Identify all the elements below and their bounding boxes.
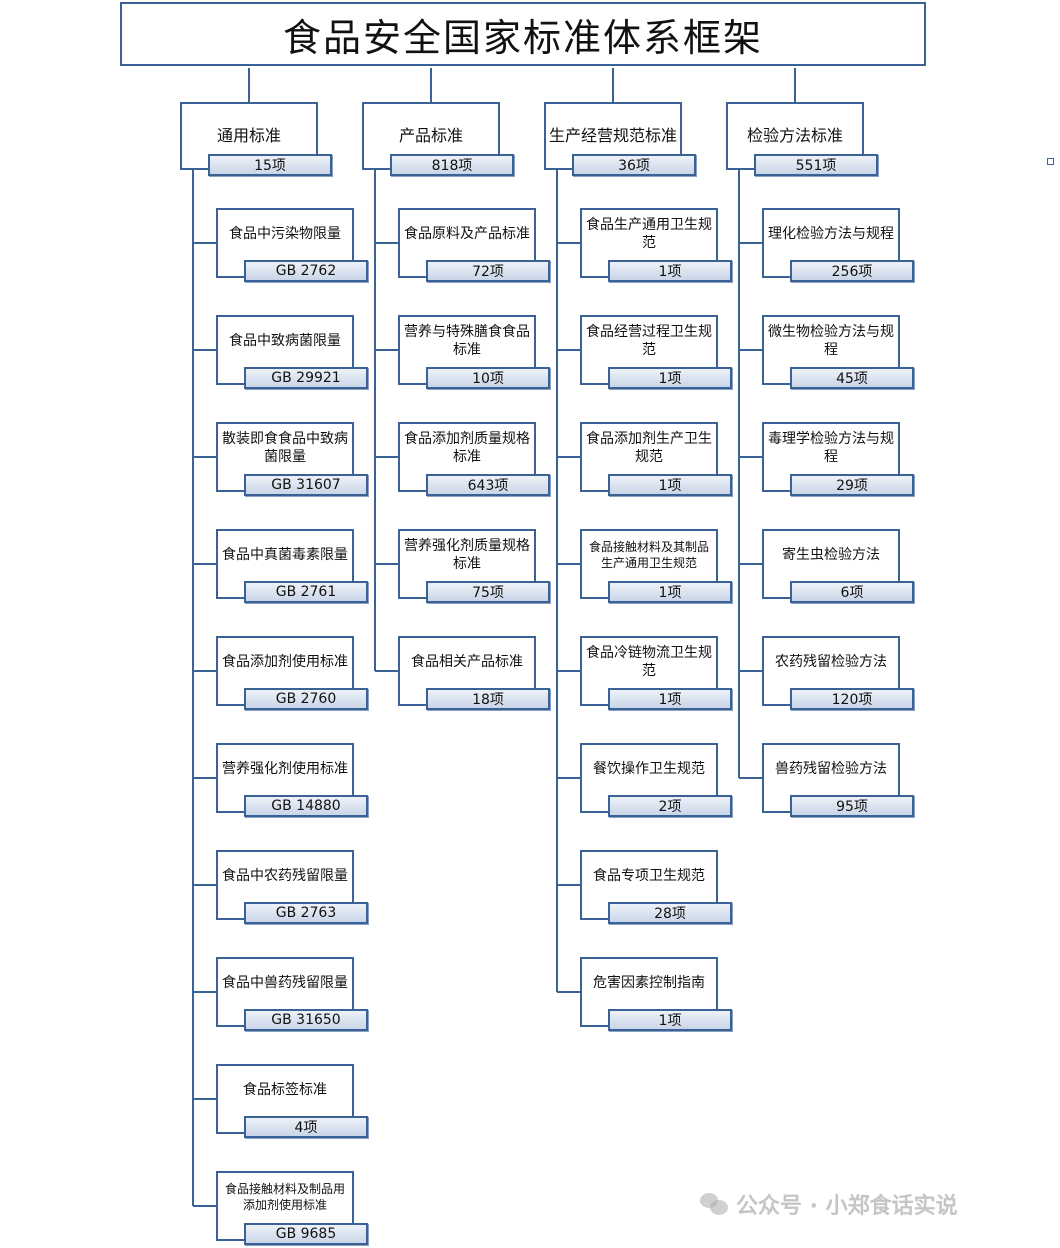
- watermark: 公众号 · 小郑食话实说: [700, 1188, 958, 1220]
- standard-code-badge: 1项: [608, 1009, 732, 1031]
- standard-code-badge: 643项: [426, 474, 550, 496]
- standard-code-badge: GB 31607: [244, 474, 368, 496]
- standard-code-badge: 1项: [608, 581, 732, 603]
- standard-code-badge: GB 9685: [244, 1223, 368, 1245]
- standard-code-badge: GB 2762: [244, 260, 368, 282]
- column-count-badge: 818项: [390, 154, 514, 176]
- standard-code-badge: 120项: [790, 688, 914, 710]
- standard-code-badge: 1项: [608, 260, 732, 282]
- standard-code-badge: GB 2761: [244, 581, 368, 603]
- column-count-badge: 36项: [572, 154, 696, 176]
- standard-code-badge: 6项: [790, 581, 914, 603]
- standard-code-badge: GB 2760: [244, 688, 368, 710]
- standard-code-badge: 72项: [426, 260, 550, 282]
- standard-code-badge: GB 29921: [244, 367, 368, 389]
- standard-code-badge: 45项: [790, 367, 914, 389]
- standard-code-badge: 75项: [426, 581, 550, 603]
- standard-code-badge: GB 2763: [244, 902, 368, 924]
- standard-code-badge: 1项: [608, 474, 732, 496]
- column-count-badge: 551项: [754, 154, 878, 176]
- watermark-text: 公众号 · 小郑食话实说: [736, 1194, 958, 1219]
- diagram-title: 食品安全国家标准体系框架: [120, 2, 926, 66]
- standard-code-badge: 10项: [426, 367, 550, 389]
- standard-code-badge: 4项: [244, 1116, 368, 1138]
- standard-code-badge: 18项: [426, 688, 550, 710]
- standard-code-badge: 95项: [790, 795, 914, 817]
- standard-code-badge: 1项: [608, 688, 732, 710]
- standard-code-badge: 28项: [608, 902, 732, 924]
- wechat-icon: [700, 1193, 728, 1215]
- corner-handle-icon: [1047, 158, 1054, 165]
- standard-code-badge: 1项: [608, 367, 732, 389]
- standard-code-badge: GB 14880: [244, 795, 368, 817]
- column-count-badge: 15项: [208, 154, 332, 176]
- standard-code-badge: 256项: [790, 260, 914, 282]
- standard-code-badge: GB 31650: [244, 1009, 368, 1031]
- standard-item-box: 食品经营过程卫生规范: [580, 315, 718, 385]
- standard-code-badge: 29项: [790, 474, 914, 496]
- standard-code-badge: 2项: [608, 795, 732, 817]
